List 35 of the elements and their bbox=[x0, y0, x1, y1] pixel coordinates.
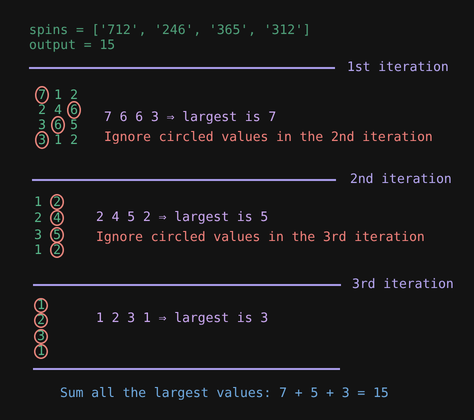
circled-digit: 1 bbox=[34, 344, 48, 358]
circled-digit: 2 bbox=[50, 242, 64, 258]
result-text: 2 4 5 2 ⇒ largest is 5 bbox=[96, 210, 268, 224]
digit: 3 bbox=[38, 118, 46, 132]
result-text: 7 6 6 3 ⇒ largest is 7 bbox=[104, 110, 276, 124]
circled-digit: 7 bbox=[35, 86, 49, 104]
digit: 2 bbox=[70, 132, 78, 148]
circled-digit: 2 bbox=[34, 312, 48, 328]
circled-digit: 6 bbox=[51, 116, 65, 134]
digit: 1 bbox=[54, 132, 62, 148]
note-text: Ignore circled values in the 3rd iteration bbox=[96, 230, 425, 244]
circled-digit: 5 bbox=[50, 227, 64, 243]
sum-text: Sum all the largest values: 7 + 5 + 3 = 15 bbox=[60, 386, 389, 400]
circled-digit: 3 bbox=[34, 328, 48, 344]
digit: 1 bbox=[34, 194, 42, 210]
digit: 1 bbox=[34, 242, 42, 258]
iteration-label: 2nd iteration bbox=[350, 172, 452, 186]
digit: 1 bbox=[54, 88, 62, 102]
digit: 2 bbox=[70, 88, 78, 102]
circled-digit: 4 bbox=[50, 210, 64, 226]
digit: 2 bbox=[38, 102, 46, 118]
note-text: Ignore circled values in the 2nd iteration bbox=[104, 130, 433, 144]
circled-digit: 3 bbox=[35, 131, 49, 149]
circled-digit: 6 bbox=[67, 101, 81, 119]
digit: 4 bbox=[54, 102, 62, 118]
digit: 3 bbox=[34, 228, 42, 242]
code-line: spins = ['712', '246', '365', '312'] bbox=[29, 22, 311, 38]
iteration-label: 3rd iteration bbox=[352, 276, 454, 292]
digit: 2 bbox=[34, 210, 42, 226]
digit: 5 bbox=[70, 118, 78, 132]
circled-digit: 2 bbox=[50, 194, 64, 210]
result-text: 1 2 3 1 ⇒ largest is 3 bbox=[96, 310, 268, 326]
iteration-label: 1st iteration bbox=[347, 60, 449, 74]
circled-digit: 1 bbox=[34, 298, 48, 312]
code-line: output = 15 bbox=[29, 38, 116, 52]
